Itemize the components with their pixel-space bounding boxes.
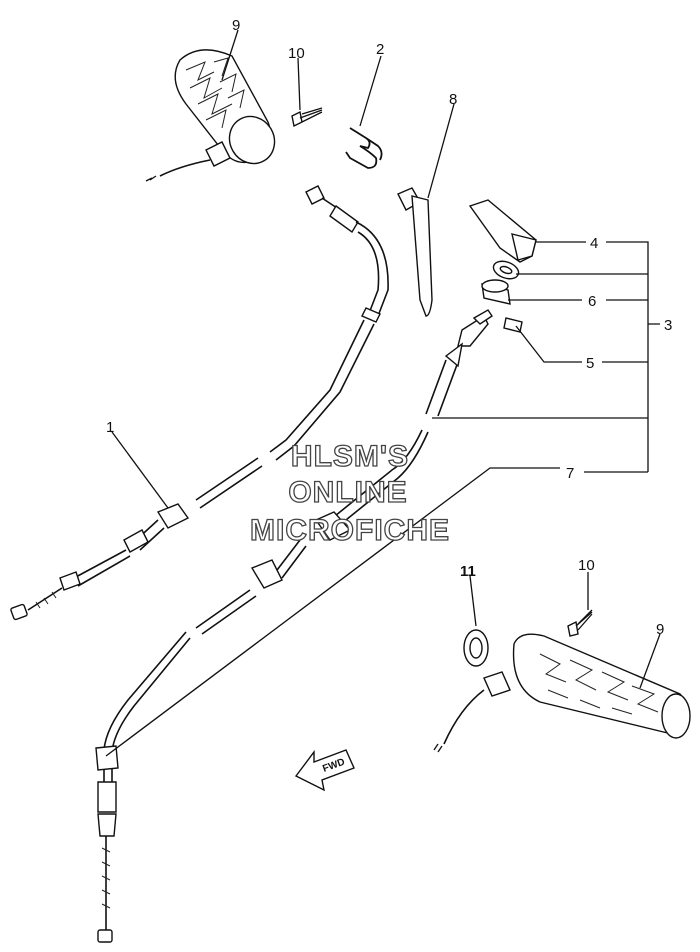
watermark: HLSM'S ONLINE MICROFICHE (249, 439, 450, 547)
right-handlebar-grip[interactable] (433, 633, 691, 753)
callout-9-upper: 9 (232, 17, 240, 34)
callout-7: 7 (566, 465, 574, 482)
callout-2: 2 (376, 41, 384, 58)
grip-screw-upper[interactable] (291, 107, 323, 128)
callout-6: 6 (588, 293, 596, 310)
watermark-line-1: HLSM'S (291, 440, 409, 473)
callout-11: 11 (460, 563, 476, 580)
leader-lines (105, 29, 661, 757)
callout-9-lower: 9 (656, 621, 664, 638)
cable-tie[interactable] (397, 187, 433, 317)
grip-washer[interactable] (463, 629, 489, 667)
watermark-line-3: MICROFICHE (250, 514, 450, 547)
callout-10-upper: 10 (288, 45, 305, 62)
forward-arrow-icon: FWD (294, 749, 355, 792)
cable-one[interactable] (10, 185, 389, 621)
washer[interactable] (491, 258, 521, 282)
callout-8: 8 (449, 91, 457, 108)
callout-3: 3 (664, 317, 672, 334)
left-handlebar-grip[interactable] (145, 49, 283, 182)
throttle-lever[interactable] (468, 199, 537, 263)
collar[interactable] (481, 279, 511, 305)
grip-screw-lower[interactable] (567, 609, 593, 637)
watermark-line-2: ONLINE (288, 476, 407, 509)
callout-labels: 9 10 2 8 4 6 3 5 1 7 11 10 9 (106, 17, 672, 638)
callout-1: 1 (106, 419, 114, 436)
callout-4: 4 (590, 235, 598, 252)
callout-5: 5 (586, 355, 594, 372)
callout-10-lower: 10 (578, 557, 595, 574)
cable-clip[interactable] (345, 127, 383, 169)
throttle-cable[interactable] (95, 309, 493, 943)
